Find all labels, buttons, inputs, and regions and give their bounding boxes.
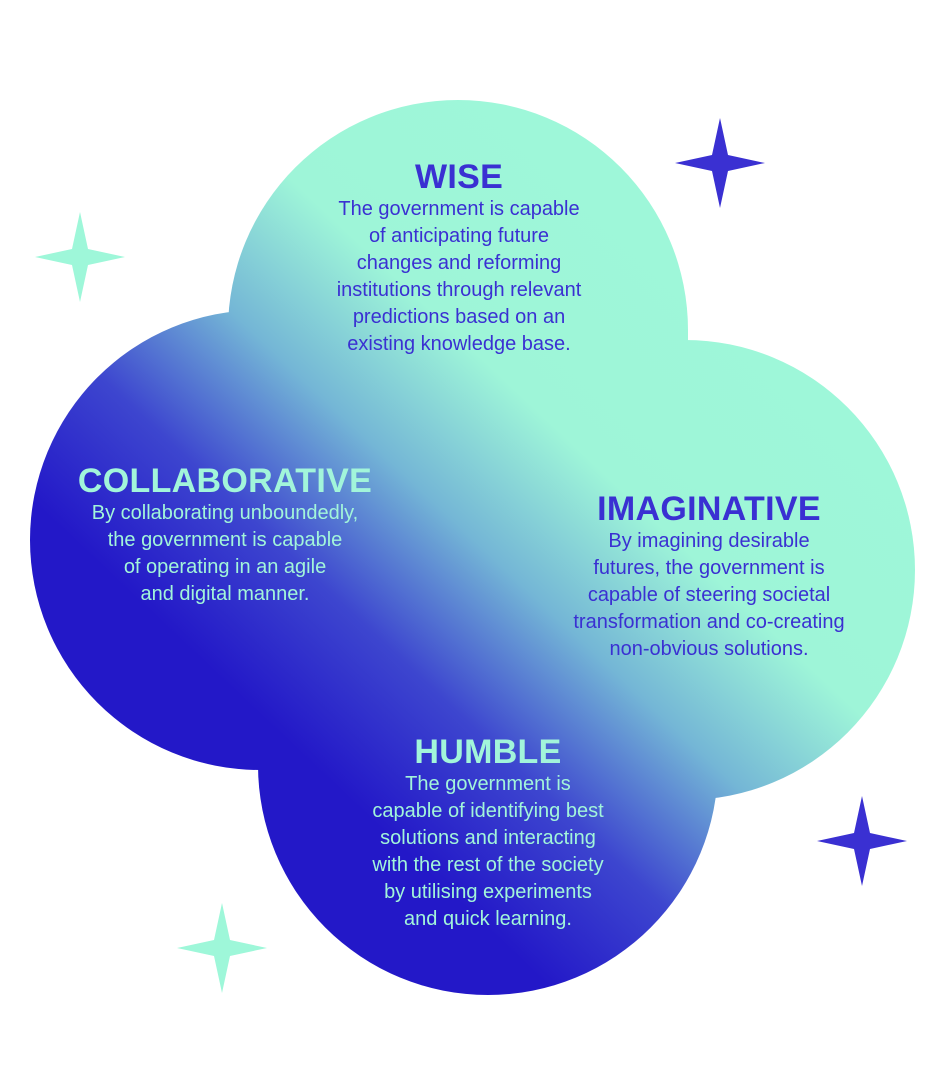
section-text-line: capable of steering societal xyxy=(587,584,831,606)
mint-star-bottom-left-icon xyxy=(177,903,267,993)
section-text-line: The government is capable xyxy=(338,198,580,220)
section-text-line: and digital manner. xyxy=(140,583,310,605)
section-text-line: with the rest of the society xyxy=(372,854,604,876)
section-text-line: by utilising experiments xyxy=(384,881,592,903)
section-text-line: futures, the government is xyxy=(593,557,825,579)
section-text-line: existing knowledge base. xyxy=(347,333,571,355)
mint-star-top-left-icon xyxy=(35,212,125,302)
section-title: COLLABORATIVE xyxy=(77,462,373,500)
section-text-line: non-obvious solutions. xyxy=(609,638,809,660)
section-text-line: By imagining desirable xyxy=(608,530,810,552)
section-text-line: the government is capable xyxy=(107,529,343,551)
section-imaginative: IMAGINATIVE By imagining desirable futur… xyxy=(529,490,889,663)
section-text-line: changes and reforming xyxy=(356,252,562,274)
section-text-line: transformation and co-creating xyxy=(573,611,845,633)
section-humble: HUMBLE The government is capable of iden… xyxy=(308,733,668,933)
section-text-line: institutions through relevant xyxy=(336,279,582,301)
section-text-line: capable of identifying best xyxy=(372,800,604,822)
section-title: IMAGINATIVE xyxy=(597,490,821,528)
blue-star-bottom-right-icon xyxy=(817,796,907,886)
section-text-line: predictions based on an xyxy=(352,306,566,328)
section-title: WISE xyxy=(414,158,504,196)
section-text-line: solutions and interacting xyxy=(380,827,596,849)
section-text-line: of anticipating future xyxy=(368,225,550,247)
blue-star-top-right-icon xyxy=(675,118,765,208)
section-text-line: of operating in an agile xyxy=(123,556,327,578)
section-collaborative: COLLABORATIVE By collaborating unbounded… xyxy=(45,462,405,608)
section-wise: WISE The government is capable of antici… xyxy=(279,158,639,358)
section-text-line: By collaborating unboundedly, xyxy=(91,502,359,524)
section-text-line: The government is xyxy=(405,773,571,795)
cloud-shape xyxy=(30,100,915,995)
section-title: HUMBLE xyxy=(414,733,562,771)
section-text-line: and quick learning. xyxy=(404,908,572,930)
